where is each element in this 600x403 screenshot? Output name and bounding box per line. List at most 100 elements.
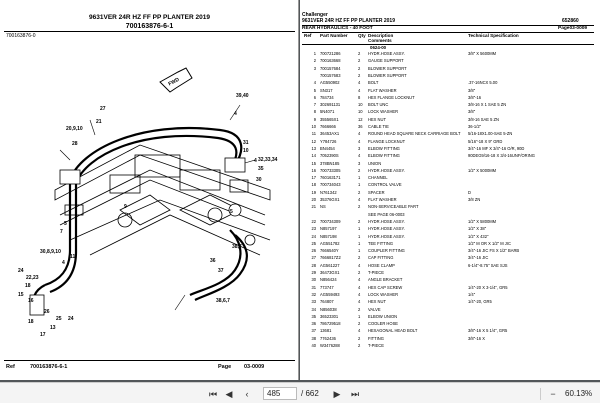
table-cell-desc: ELBOW UNION <box>368 313 398 319</box>
table-cell-part: AG561227 <box>320 262 340 268</box>
callout-label: 18 <box>28 319 34 325</box>
table-cell-spec: 3/8"-16 X 5 1/4", GR5 <box>468 328 508 334</box>
table-cell-part: 700163668 <box>320 58 341 64</box>
table-cell-part: 7762436 <box>320 335 336 341</box>
table-cell-part: 378BN185 <box>320 160 340 166</box>
table-cell-qty: 4 <box>358 328 361 334</box>
callout-label: 38,7 <box>232 244 242 250</box>
table-cell-ref: 27 <box>311 255 316 261</box>
table-cell-ref: 19 <box>311 189 316 195</box>
doc-number: 652860 <box>562 18 579 24</box>
table-cell-qty: 1 <box>358 226 361 232</box>
table-cell-spec: 1/4"-20 X 3-1/4", GR5 <box>468 284 508 290</box>
title-rule <box>302 25 594 26</box>
section-rule <box>302 32 594 33</box>
table-cell-part: 784734 <box>320 94 334 100</box>
page-number-input[interactable]: 485 <box>263 387 297 400</box>
table-cell-desc: HYDR.HOSE ASSY. <box>368 233 405 239</box>
table-cell-qty: 2 <box>358 65 361 71</box>
callout-label: 4 <box>254 158 257 164</box>
table-cell-desc: HEX NUT <box>368 116 386 122</box>
table-cell-desc: HYDR.HOSE ASSY. <box>368 226 405 232</box>
table-cell-qty: 2 <box>358 189 361 195</box>
last-page-button[interactable]: ⏭ <box>350 389 360 399</box>
table-cell-ref: 25 <box>311 240 316 246</box>
table-cell-ref: 12 <box>311 138 316 144</box>
table-cell-desc: VALVE <box>368 306 381 312</box>
first-page-button[interactable]: ⏮ <box>208 389 218 399</box>
callout-label: 35 <box>258 166 264 172</box>
table-cell-ref: 28 <box>311 262 316 268</box>
col-ref: Ref <box>304 33 312 38</box>
zoom-out-icon[interactable]: − <box>550 389 556 399</box>
image-code: 700163876-0 <box>6 33 36 39</box>
table-cell-spec: 5/16-18X1.00-SAE 5-ZN <box>468 131 513 137</box>
table-cell-qty: 2 <box>358 51 361 56</box>
table-cell-desc: UNION <box>368 160 382 166</box>
table-row: SEE PAGE 06-0003 <box>300 212 600 217</box>
table-cell-qty: 1 <box>358 240 361 246</box>
callout-label: 7 <box>60 229 63 235</box>
col-part: Part Number <box>320 33 348 38</box>
table-cell-spec: 3/8 ZN <box>468 197 481 202</box>
table-cell-desc: ELBOW FITTING <box>368 145 400 151</box>
zoom-level[interactable]: 60.13% <box>565 389 593 398</box>
table-cell-spec: 3/8-16 SAE 5 ZN <box>468 116 499 122</box>
table-cell-ref: 23 <box>311 226 316 232</box>
table-cell-part: Y784726 <box>320 138 337 144</box>
table-cell-desc: TEE FITTING <box>368 240 394 246</box>
table-cell-part: N856424 <box>320 277 337 283</box>
table-cell-ref: 2 <box>313 58 316 64</box>
table-cell-spec: 1/2" X 38" <box>468 226 487 232</box>
table-cell-ref: 20 <box>311 197 316 202</box>
col-desc: Description <box>368 33 394 38</box>
table-cell-desc: NON-SERVICEABLE PART <box>368 204 419 210</box>
table-cell-part: 700734043 <box>320 182 341 188</box>
prev-page-button[interactable]: ◀ <box>225 389 233 399</box>
table-cell-qty: 2 <box>358 218 361 224</box>
page-total: / 662 <box>301 389 319 398</box>
table-cell-desc: ANGLE BRACKET <box>368 277 403 283</box>
table-cell-ref: 1 <box>313 51 316 56</box>
table-cell-part: 35376GX1 <box>320 197 340 202</box>
table-cell-qty: 1 <box>358 175 361 181</box>
callout-label: 11 <box>70 254 76 260</box>
table-cell-qty: 36 <box>358 124 363 129</box>
table-cell-ref: 7 <box>313 102 316 108</box>
table-cell-part: N761342 <box>320 189 337 195</box>
footer-ref-label: Ref <box>6 364 15 370</box>
table-cell-ref: 37 <box>311 328 316 334</box>
table-cell-spec: 3/8" <box>468 109 476 115</box>
table-cell-qty: 4 <box>358 80 361 86</box>
prev-icon[interactable]: ‹ <box>245 389 249 399</box>
table-cell-qty: 2 <box>358 58 361 64</box>
table-cell-part: 773747 <box>320 284 334 290</box>
toolbar-divider <box>540 388 541 400</box>
table-cell-desc: SPACER <box>368 189 385 195</box>
footer-rule <box>4 360 295 361</box>
table-cell-part: BN4454 <box>320 145 335 151</box>
callout-label: 28 <box>72 141 78 147</box>
next-page-button[interactable]: ▶ <box>333 389 341 399</box>
table-cell-ref: 5 <box>313 87 316 93</box>
table-cell-ref: 31 <box>311 284 316 290</box>
table-cell-ref: 38 <box>311 335 316 341</box>
callout-label: 4 <box>234 111 237 117</box>
table-cell-part: 36453AX1 <box>320 131 340 137</box>
